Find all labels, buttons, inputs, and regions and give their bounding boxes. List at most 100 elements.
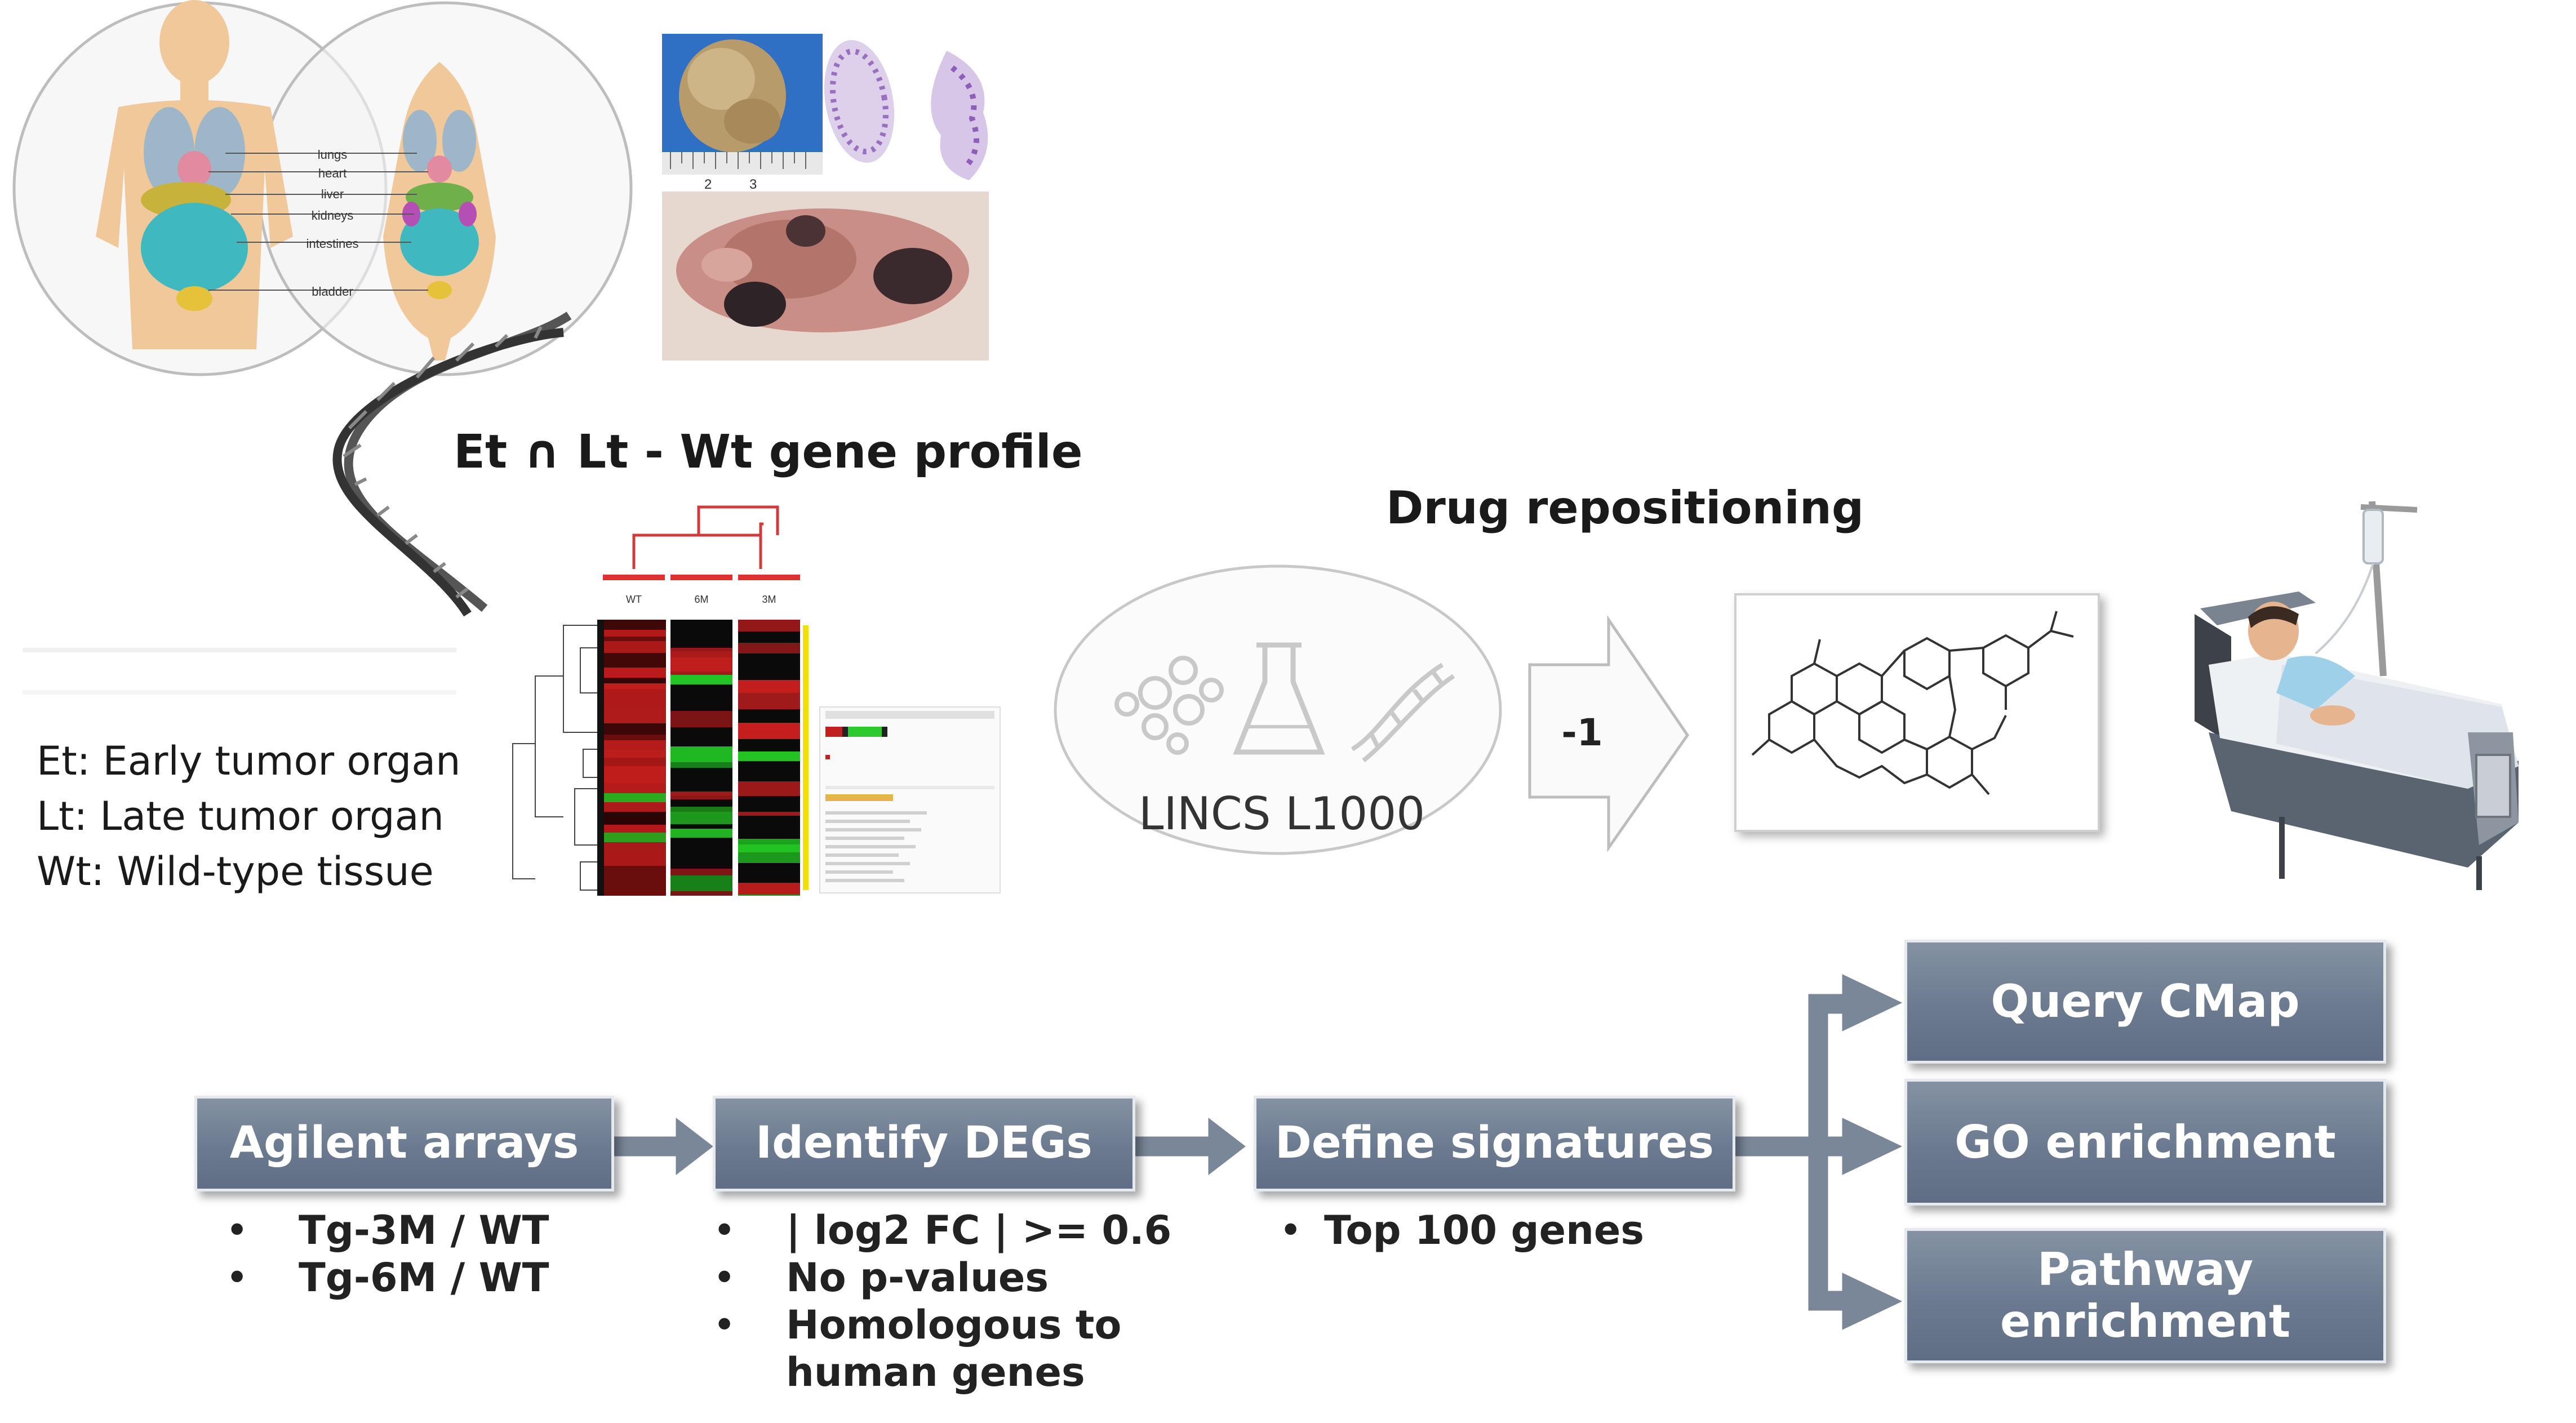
legend-item-wt: Wt: Wild-type tissue [37, 848, 434, 895]
heatmap-legend-panel [819, 706, 1001, 893]
heatmap-cell [670, 672, 732, 675]
drug-molecule-structure [1734, 593, 2100, 832]
dna-icon [1351, 662, 1455, 763]
organ-label-intestines: intestines [307, 237, 359, 251]
heatmap-cell [738, 812, 800, 816]
excised-tumor-photo: 2 3 [662, 34, 823, 192]
mouse-body-icon [383, 62, 496, 361]
faint-divider [23, 648, 456, 652]
heatmap-cell [604, 620, 666, 630]
heatmap-cell [738, 723, 800, 739]
drug-repositioning-title: Drug repositioning [1386, 482, 1864, 534]
organ-label-bladder: bladder [312, 284, 353, 299]
organ-labels: lungs heart liver kidneys intestines bla… [307, 148, 359, 299]
gene-profile-title: Et ∩ Lt - Wt gene profile [454, 425, 1083, 479]
organ-label-lines [208, 153, 428, 291]
heatmap-cell [670, 891, 732, 896]
heatmap-cell [604, 740, 666, 750]
heatmap-cell [738, 781, 800, 796]
heatmap-cell [670, 795, 732, 799]
lincs-l1000-ellipse: LINCS L1000 [1054, 564, 1502, 855]
cell-cluster-icon [1114, 656, 1224, 755]
heatmap-cell [604, 807, 666, 812]
bullet-item: | log2 FC | >= 0.6 [713, 1207, 1171, 1254]
heatmap-cells [604, 620, 800, 896]
heatmap-cell [604, 766, 666, 783]
heatmap-cell [670, 829, 732, 838]
heatmap-cell [670, 812, 732, 824]
heatmap-cell [738, 852, 800, 863]
heatmap-cell [670, 791, 732, 795]
output-pathway-enrichment: Pathway enrichment [1904, 1228, 2386, 1363]
abbreviation-legend: Et: Early tumor organ Lt: Late tumor org… [37, 738, 460, 904]
mouse-dissection-photo [662, 192, 989, 361]
heatmap-cell [670, 746, 732, 762]
gene-heatmap: WT 6M 3M [512, 505, 809, 896]
faint-divider [23, 690, 456, 695]
heatmap-cell [604, 802, 666, 807]
heatmap-cell [604, 706, 666, 723]
heatmap-cell [604, 668, 666, 678]
ruler-number-3: 3 [749, 177, 757, 192]
heatmap-cell [604, 750, 666, 758]
heatmap-cell [738, 680, 800, 693]
histology-slides [824, 40, 988, 180]
heatmap-cell [738, 839, 800, 844]
heatmap-cell [670, 711, 732, 727]
legend-item-lt: Lt: Late tumor organ [37, 793, 444, 839]
bullet-item: Tg-6M / WT [225, 1254, 549, 1301]
inverse-signature-arrow: -1 [1528, 615, 1690, 852]
heatmap-cell [670, 762, 732, 768]
bullet-item: Tg-3M / WT [225, 1207, 549, 1254]
heatmap-cell [604, 825, 666, 833]
heatmap-cell [604, 630, 666, 637]
heatmap-cell [604, 641, 666, 653]
heatmap-cell [604, 683, 666, 689]
ruler-number-2: 2 [704, 177, 712, 192]
bullet-item: Homologous to human genes [713, 1301, 1171, 1396]
patient-in-bed-icon [2195, 501, 2519, 890]
heatmap-cell [604, 689, 666, 706]
heatmap-cell [738, 620, 800, 632]
heatmap-cell [604, 758, 666, 766]
heatmap-cell [670, 875, 732, 891]
heatmap-cell [670, 807, 732, 812]
output-query-cmap: Query CMap [1904, 940, 2386, 1064]
step-identify-degs: Identify DEGs [713, 1096, 1135, 1191]
heatmap-cell [738, 751, 800, 761]
define-signatures-bullets: Top 100 genes [1279, 1207, 1644, 1254]
legend-item-et: Et: Early tumor organ [37, 738, 461, 784]
heatmap-cell [670, 651, 732, 657]
heatmap-cell [604, 723, 666, 735]
illustration-layer: lungs heart liver kidneys intestines bla… [12, 0, 2519, 896]
organ-label-kidneys: kidneys [312, 208, 354, 223]
heatmap-cell [604, 783, 666, 793]
heatmap-cell [670, 648, 732, 651]
heatmap-cell [670, 869, 732, 875]
arrow-label: -1 [1561, 711, 1602, 754]
human-body-icon [96, 0, 293, 349]
heatmap-column-6m: 6M [694, 594, 708, 605]
bullet-item: No p-values [713, 1254, 1171, 1301]
heatmap-cell [604, 842, 666, 852]
organ-label-liver: liver [321, 187, 344, 201]
heatmap-cell [604, 812, 666, 825]
agilent-arrays-bullets: Tg-3M / WT Tg-6M / WT [225, 1207, 549, 1301]
heatmap-cell [604, 833, 666, 842]
flask-icon [1233, 642, 1325, 755]
lincs-label: LINCS L1000 [1139, 788, 1425, 840]
heatmap-cell [738, 883, 800, 895]
heatmap-cell [738, 693, 800, 709]
heatmap-cell [604, 793, 666, 802]
heatmap-column-wt: WT [626, 594, 642, 605]
output-go-enrichment: GO enrichment [1904, 1079, 2386, 1206]
dna-helix-icon [332, 312, 572, 617]
organ-label-heart: heart [318, 166, 347, 180]
heatmap-cell [604, 852, 666, 866]
heatmap-cell [738, 895, 800, 896]
heatmap-cell [738, 643, 800, 653]
bullet-item: Top 100 genes [1279, 1207, 1644, 1254]
organ-label-lungs: lungs [318, 148, 348, 162]
step-agilent-arrays: Agilent arrays [194, 1096, 614, 1191]
